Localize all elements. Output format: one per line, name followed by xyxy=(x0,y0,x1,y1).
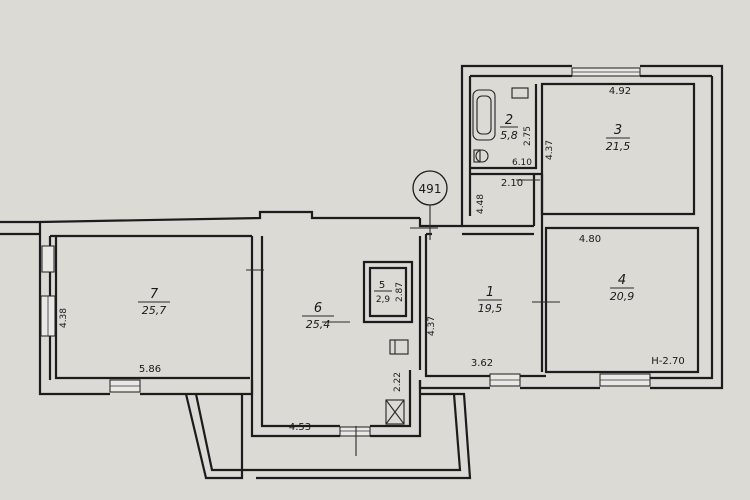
dim-room7-bottom: 5.86 xyxy=(139,364,161,375)
sink-icon xyxy=(511,87,529,99)
dim-room4-top: 4.80 xyxy=(579,234,601,245)
room-7-area: 25,7 xyxy=(142,304,167,317)
outer-walls xyxy=(0,64,724,480)
windows xyxy=(40,67,651,437)
room-4-number: 4 xyxy=(618,273,626,288)
dim-room6-bottom: 4.53 xyxy=(289,422,311,433)
room-5-area: 2,9 xyxy=(376,295,391,305)
dim-room6-closet: 2.22 xyxy=(393,372,403,392)
closet-cabinet-icon xyxy=(389,339,409,355)
room-1-area: 19,5 xyxy=(478,302,503,315)
room-labels: 1 19,5 2 5,8 3 21,5 4 20,9 5 2,9 6 25,4 … xyxy=(138,113,634,331)
toilet-icon xyxy=(475,149,489,163)
dim-corridor-left: 4.48 xyxy=(476,194,486,214)
interior-walls xyxy=(362,82,700,378)
dim-corridor-width: 2.10 xyxy=(501,178,523,189)
dim-room4-bottom: H-2.70 xyxy=(651,356,684,367)
bathtub-icon xyxy=(472,89,496,141)
closet-cabinet-icon-2 xyxy=(385,399,405,425)
room-6-area: 25,4 xyxy=(306,318,331,331)
dim-room2-right: 2.75 xyxy=(523,126,533,146)
dim-room7-left: 4.38 xyxy=(59,308,69,328)
dim-room1-left: 4.37 xyxy=(427,316,437,336)
dim-room2-bottom: 6.10 xyxy=(512,158,532,168)
room-4-area: 20,9 xyxy=(610,290,635,303)
room-6-number: 6 xyxy=(314,301,322,316)
dim-room3-left: 4.37 xyxy=(545,140,555,160)
dim-room1-bottom: 3.62 xyxy=(471,358,493,369)
room-2-area: 5,8 xyxy=(500,129,518,142)
room-3-area: 21,5 xyxy=(606,140,631,153)
window-room6 xyxy=(339,426,371,437)
dim-room3-top: 4.92 xyxy=(609,86,631,97)
plan-marker-label: 491 xyxy=(419,182,442,196)
dimension-labels: 4.92 4.37 2.75 6.10 2.10 4.48 4.80 H-2.7… xyxy=(59,86,685,433)
room-5-number: 5 xyxy=(379,280,385,291)
bathroom-fixtures xyxy=(385,87,529,425)
room-1-number: 1 xyxy=(486,285,494,300)
room-7-number: 7 xyxy=(150,287,159,302)
window-west-wing xyxy=(41,245,55,273)
dimension-ticks xyxy=(246,179,560,456)
room-2-number: 2 xyxy=(505,113,513,128)
dim-room5-right: 2.87 xyxy=(395,282,405,302)
room-3-number: 3 xyxy=(614,123,622,138)
